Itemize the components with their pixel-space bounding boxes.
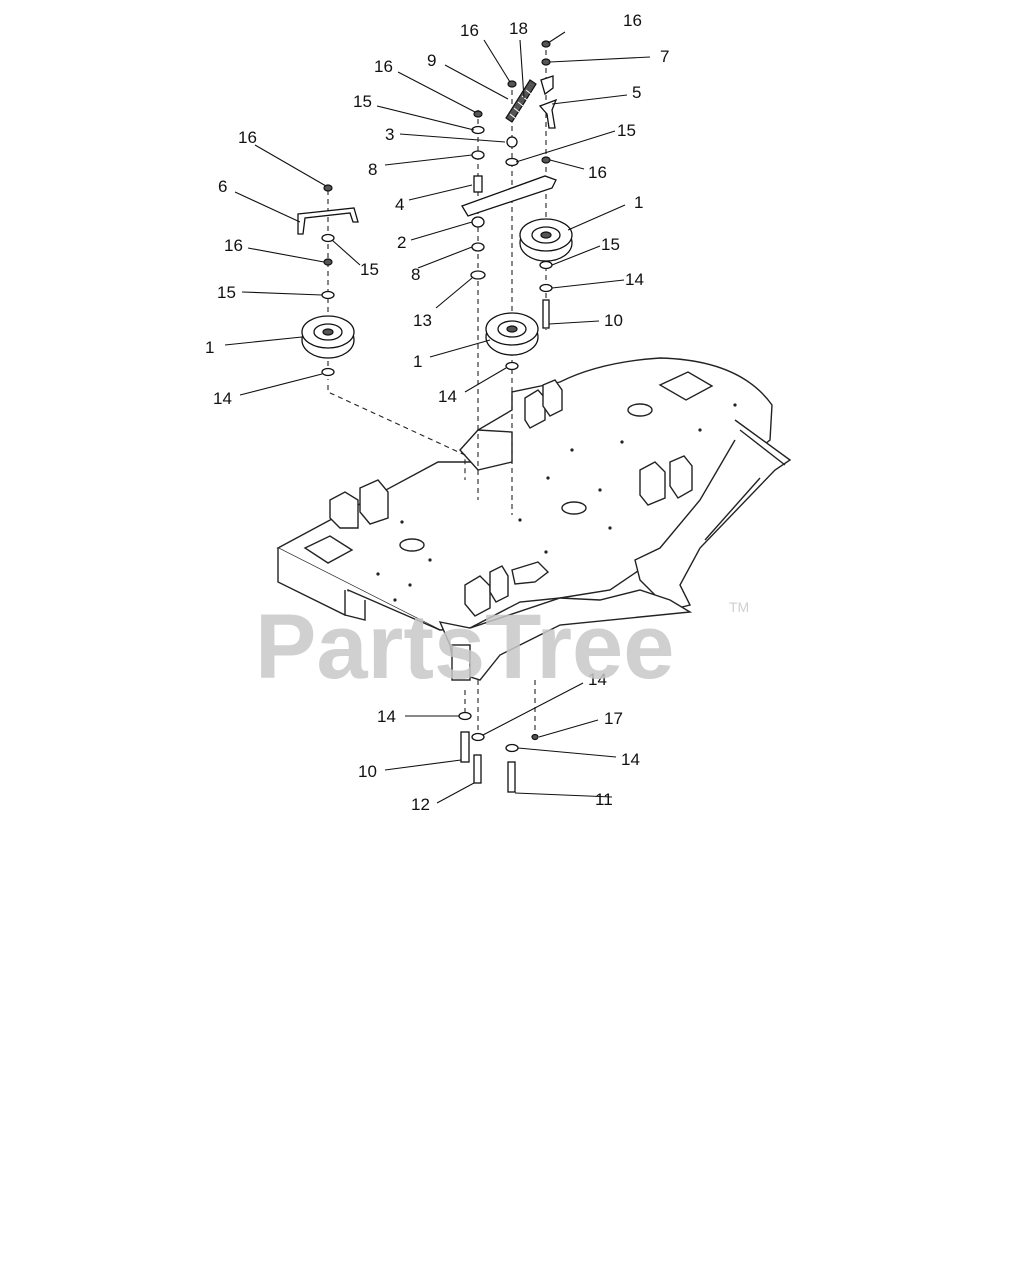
callout-15: 15 xyxy=(601,235,620,254)
callout-4: 4 xyxy=(395,195,404,214)
callout-16: 16 xyxy=(460,21,479,40)
components xyxy=(297,40,573,793)
callout-10: 10 xyxy=(358,762,377,781)
callout-2: 2 xyxy=(397,233,406,252)
callout-15: 15 xyxy=(617,121,636,140)
callout-16: 16 xyxy=(588,163,607,182)
callout-8: 8 xyxy=(368,160,377,179)
callout-7: 7 xyxy=(660,47,669,66)
callout-5: 5 xyxy=(632,83,641,102)
callout-12: 12 xyxy=(411,795,430,814)
callout-16: 16 xyxy=(374,57,393,76)
callout-1: 1 xyxy=(634,193,643,212)
callout-15: 15 xyxy=(353,92,372,111)
pulley-part-left xyxy=(301,315,355,359)
pulley-part-right xyxy=(519,218,573,262)
callout-16: 16 xyxy=(623,11,642,30)
pulley-part-center xyxy=(485,312,539,356)
callout-14: 14 xyxy=(621,750,640,769)
callout-3: 3 xyxy=(385,125,394,144)
callout-16: 16 xyxy=(224,236,243,255)
callout-14: 14 xyxy=(438,387,457,406)
callout-17: 17 xyxy=(604,709,623,728)
spring-part xyxy=(505,79,537,123)
callout-16: 16 xyxy=(238,128,257,147)
callouts: 16 18 16 9 7 16 5 15 3 15 16 8 16 6 4 1 … xyxy=(205,11,669,814)
watermark-brand: PartsTree xyxy=(255,596,674,698)
hook-bracket-part xyxy=(538,98,558,129)
leader-lines xyxy=(224,31,651,804)
callout-11: 11 xyxy=(595,790,613,809)
callout-10: 10 xyxy=(604,311,623,330)
callout-9: 9 xyxy=(427,51,436,70)
callout-14: 14 xyxy=(213,389,232,408)
callout-14: 14 xyxy=(625,270,644,289)
callout-15: 15 xyxy=(217,283,236,302)
callout-14: 14 xyxy=(377,707,396,726)
idler-arm-part xyxy=(461,175,557,217)
callout-15: 15 xyxy=(360,260,379,279)
mower-deck xyxy=(276,357,792,681)
watermark-trademark: TM xyxy=(729,599,749,615)
callout-6: 6 xyxy=(218,177,227,196)
callout-14: 14 xyxy=(588,670,607,689)
handle-part xyxy=(297,207,359,235)
callout-18: 18 xyxy=(509,19,528,38)
callout-1: 1 xyxy=(205,338,214,357)
hardware-stack xyxy=(321,40,553,793)
callout-8: 8 xyxy=(411,265,420,284)
watermark: PartsTree TM xyxy=(255,596,749,698)
callout-1: 1 xyxy=(413,352,422,371)
callout-13: 13 xyxy=(413,311,432,330)
